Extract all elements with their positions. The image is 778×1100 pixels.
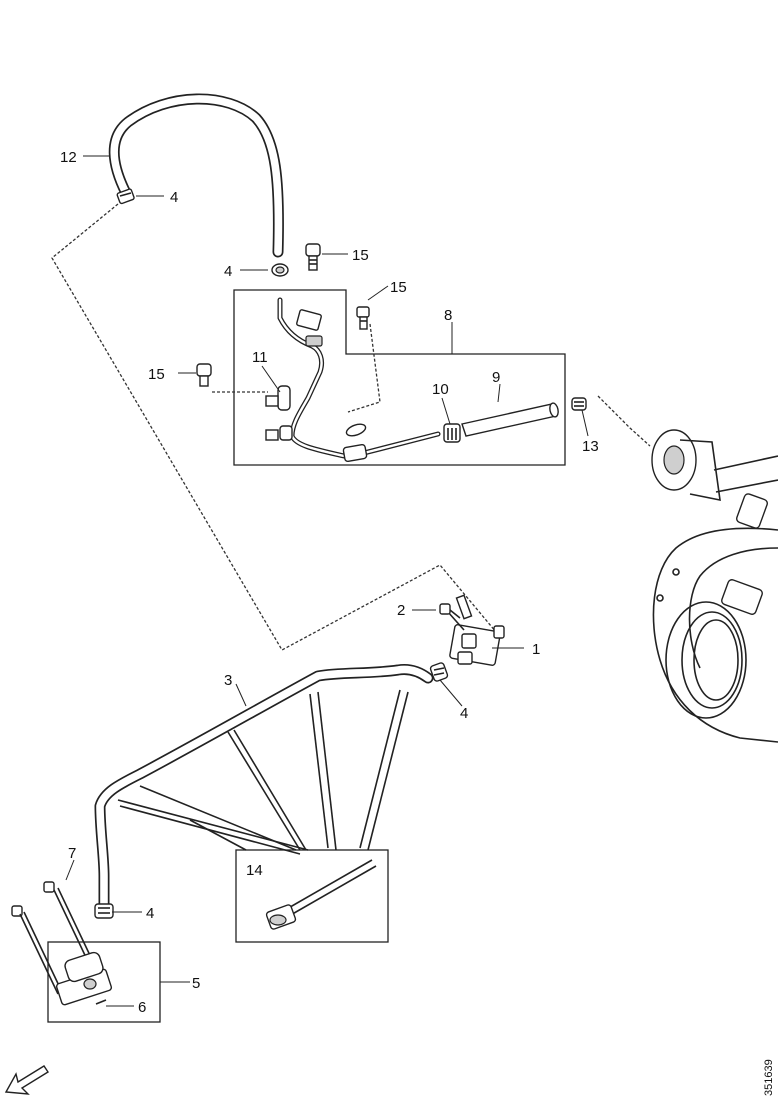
bolt-15-top — [305, 243, 321, 271]
callout-10: 10 — [432, 381, 449, 398]
turbocharger-actuator — [651, 429, 778, 529]
valve-assembly-1 — [447, 594, 505, 666]
callout-15-top: 15 — [352, 247, 369, 264]
bolt-2 — [439, 603, 461, 619]
hose-branch-lines — [117, 689, 409, 855]
callout-11: 11 — [252, 349, 268, 366]
callout-6: 6 — [138, 999, 146, 1016]
direction-arrow-icon — [4, 1065, 49, 1095]
pipe-clip-11 — [265, 385, 293, 441]
hose-clamp-4-bottom — [94, 903, 114, 919]
callout-4-top: 4 — [170, 189, 178, 206]
callout-15-left: 15 — [148, 366, 165, 383]
callout-8: 8 — [444, 307, 452, 324]
callout-2: 2 — [397, 602, 405, 619]
bolt-15-left — [196, 363, 212, 387]
callout-7: 7 — [68, 845, 76, 862]
callout-9: 9 — [492, 369, 500, 386]
hose-part-3 — [94, 664, 434, 912]
callout-4-upper: 4 — [224, 263, 232, 280]
cable-tie-14 — [265, 859, 377, 930]
hose-part-12 — [108, 93, 284, 258]
callout-5: 5 — [192, 975, 200, 992]
turbocharger-housing — [652, 527, 778, 743]
callout-13: 13 — [582, 438, 599, 455]
clamp-13 — [571, 397, 587, 411]
leader-lines — [65, 155, 589, 1007]
callout-12: 12 — [60, 149, 77, 166]
hose-clamp-4-top — [116, 188, 135, 205]
callout-1: 1 — [532, 641, 540, 658]
sleeve-9 — [461, 402, 559, 437]
pipe-assembly-8 — [277, 297, 441, 459]
box-cable-tie-14 — [235, 849, 389, 943]
bolt-15-mid — [356, 306, 370, 330]
pipe-joint-lower — [342, 423, 368, 463]
callout-4-bottom: 4 — [146, 905, 154, 922]
hose-clamp-4-upper — [271, 263, 289, 277]
routing-dashed-lines — [51, 203, 651, 651]
box-assembly-8 — [233, 289, 566, 466]
bolt-long — [11, 905, 63, 995]
hose-clamp-4-mid — [429, 662, 449, 682]
callout-15-mid: 15 — [390, 279, 407, 296]
callout-4-mid: 4 — [460, 705, 468, 722]
document-id: 351639 — [763, 1059, 775, 1096]
connector-10 — [443, 423, 461, 443]
pipe-bracket-block — [296, 309, 323, 347]
callout-3: 3 — [224, 672, 232, 689]
callout-14: 14 — [246, 862, 263, 879]
bracket-5 — [55, 951, 113, 1006]
